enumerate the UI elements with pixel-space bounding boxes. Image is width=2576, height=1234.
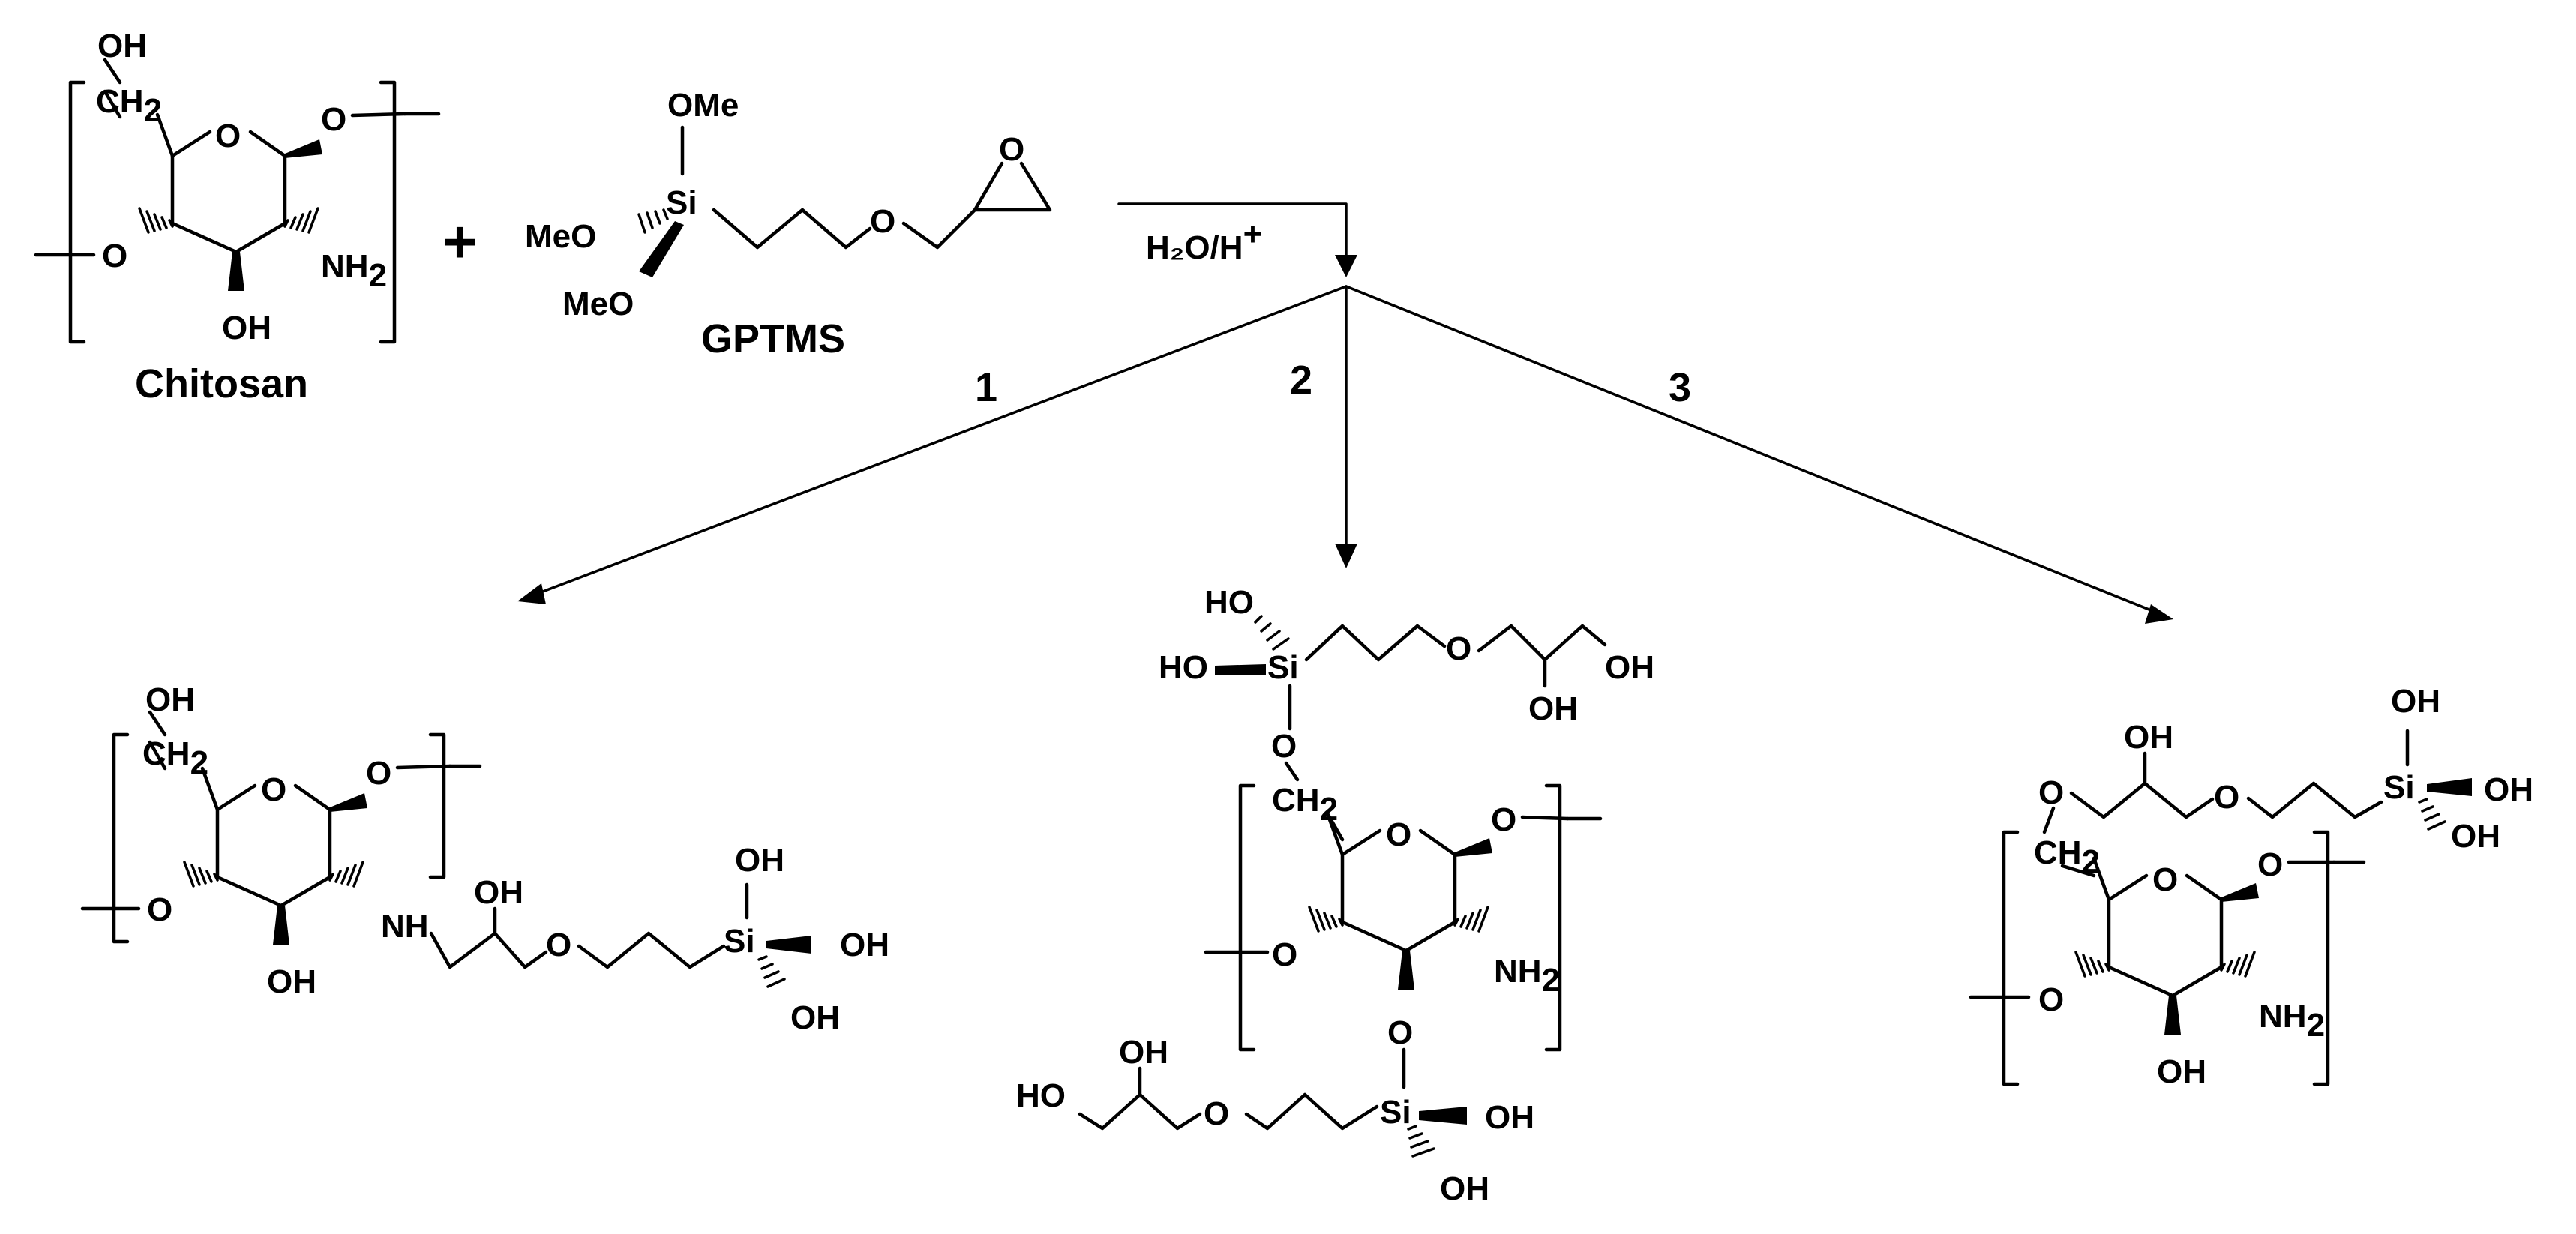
chitosan-label: Chitosan [135,361,308,406]
oh-label: OH [2484,771,2533,808]
hashed-bond [2418,798,2446,831]
oh-label: OH [1485,1099,1534,1136]
ring-oxygen-label: O [1386,816,1411,853]
reaction-arrows: H₂O/H+ 1 2 3 [517,202,2173,624]
glycosidic-oxygen-label: O [1272,936,1297,973]
meo-label: MeO [525,218,596,255]
glycosidic-oxygen-label: O [321,101,346,138]
oh-label: OH [2451,818,2500,855]
ch2-label: CH2 [142,735,208,781]
ho-label: HO [1016,1077,1066,1114]
ring-oxygen-label: O [2152,861,2178,898]
product-3-structure: O OH O Si OH OH OH CH2 O O O NH2 OH [1969,683,2533,1090]
ch2-label: CH2 [96,83,162,129]
gptms-label: GPTMS [701,316,845,361]
ether-oxygen-label: O [1271,728,1297,765]
chitosan-structure: OH CH2 O O O NH2 OH [34,28,441,346]
oh-label: OH [267,963,316,1000]
oh-label: OH [1528,690,1578,727]
oh-label: OH [145,681,195,718]
hashed-bond [757,955,786,988]
ho-label: HO [1159,649,1208,686]
oh-label: OH [2391,683,2440,720]
ether-oxygen-label: O [2038,774,2064,811]
nh2-label: NH2 [2259,998,2325,1044]
silicon-label: Si [1267,649,1299,686]
pathway-1-label: 1 [975,365,997,410]
silicon-label: Si [666,184,697,221]
ether-oxygen-label: O [1204,1095,1229,1132]
meo-label: MeO [562,286,634,322]
oh-label: OH [840,927,889,963]
ring-oxygen-substituent-label: O [1387,1014,1413,1051]
ch2-label: CH2 [2034,834,2100,880]
product-2-structure: HO HO Si O OH OH O CH2 O O O NH2 O Si [1016,584,1654,1207]
oh-label: OH [2124,719,2173,756]
hashed-bond [1407,1125,1435,1158]
plus-sign: + [442,208,478,275]
silicon-label: Si [1380,1094,1411,1131]
glycosidic-oxygen-label: O [102,238,127,274]
oh-label: OH [735,842,784,879]
pathway-3-label: 3 [1669,365,1691,410]
hashed-bond [637,208,669,234]
ether-oxygen-label: O [546,927,571,963]
oh-label: OH [2157,1053,2206,1090]
pathway-2-label: 2 [1290,358,1312,403]
oh-label: OH [1119,1034,1168,1071]
nh2-label: NH2 [1494,953,1560,999]
conditions-label: H₂O/H+ [1146,216,1262,266]
glycosidic-oxygen-label: O [1491,801,1516,838]
ether-oxygen-label: O [870,203,895,240]
product-1-structure: OH CH2 O O O OH NH OH O Si OH OH OH [80,681,889,1036]
ch2-label: CH2 [1272,782,1338,828]
oh-label: OH [97,28,147,64]
silicon-label: Si [2383,769,2415,806]
ether-oxygen-label: O [2214,779,2239,816]
ring-oxygen-label: O [215,118,241,154]
silicon-label: Si [724,923,755,960]
hashed-bond [1254,615,1290,651]
gptms-structure: OMe Si MeO MeO O O [525,87,1052,322]
ether-oxygen-label: O [1446,630,1471,667]
epoxide-oxygen-label: O [999,131,1024,168]
glycosidic-oxygen-label: O [2257,846,2283,883]
ring-oxygen-label: O [261,771,286,808]
ho-label: HO [1204,584,1254,621]
oh-label: OH [790,999,840,1036]
oh-label: OH [1440,1170,1489,1207]
glycosidic-oxygen-label: O [147,891,172,928]
nh-label: NH [381,908,429,945]
ome-label: OMe [667,87,739,124]
oh-label: OH [222,310,271,346]
glycosidic-oxygen-label: O [366,755,391,792]
oh-label: OH [474,874,523,911]
nh2-label: NH2 [321,248,387,294]
glycosidic-oxygen-label: O [2038,981,2064,1018]
oh-label: OH [1605,649,1654,686]
